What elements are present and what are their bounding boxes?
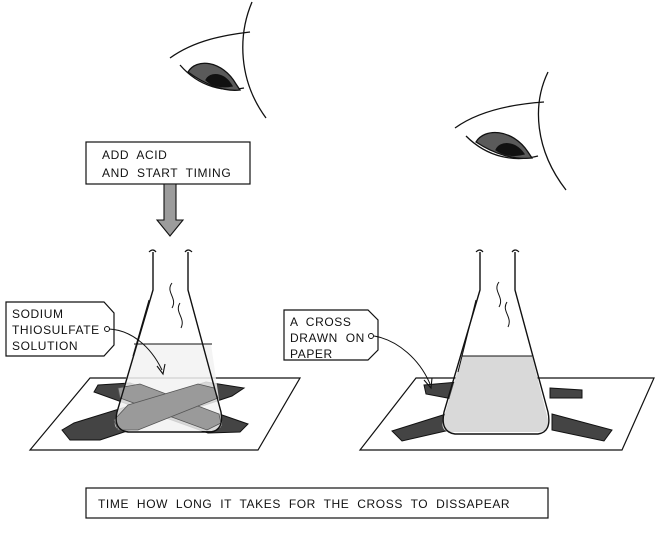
caption-box: TIME HOW LONG IT TAKES FOR THE CROSS TO … — [85, 487, 549, 519]
sodium-text-line1: SODIUM — [12, 307, 64, 321]
down-arrow-icon — [155, 183, 185, 237]
left-eye-icon — [169, 1, 267, 119]
sodium-text-line3: SOLUTION — [12, 339, 78, 353]
cross-text-line1: A CROSS — [290, 315, 351, 329]
add-acid-text-line1: ADD ACID — [102, 148, 167, 162]
right-setup: A CROSS DRAWN ON PAPER — [283, 249, 655, 451]
right-eye-icon — [454, 71, 567, 191]
sodium-pointer-arrow — [108, 328, 163, 371]
add-acid-text-line2: AND START TIMING — [102, 166, 231, 180]
left-flask-outline — [115, 252, 223, 433]
left-setup: SODIUM THIOSULFATE SOLUTION — [5, 249, 302, 451]
cross-text-line3: PAPER — [290, 347, 333, 361]
right-flask-liquid — [442, 356, 549, 432]
add-acid-box — [85, 141, 251, 185]
add-acid-label: ADD ACID AND START TIMING — [85, 141, 251, 185]
cross-on-paper-tag: A CROSS DRAWN ON PAPER — [283, 309, 379, 361]
caption-text: TIME HOW LONG IT TAKES FOR THE CROSS TO … — [98, 497, 510, 511]
right-flask-outline — [442, 252, 550, 435]
cross-text-line2: DRAWN ON — [290, 331, 365, 345]
right-conical-flask-icon — [442, 249, 550, 435]
left-conical-flask-icon — [113, 249, 223, 433]
cross-pointer-arrow — [373, 335, 431, 385]
sodium-text-line2: THIOSULFATE — [12, 323, 100, 337]
sodium-thiosulfate-tag: SODIUM THIOSULFATE SOLUTION — [5, 301, 115, 357]
